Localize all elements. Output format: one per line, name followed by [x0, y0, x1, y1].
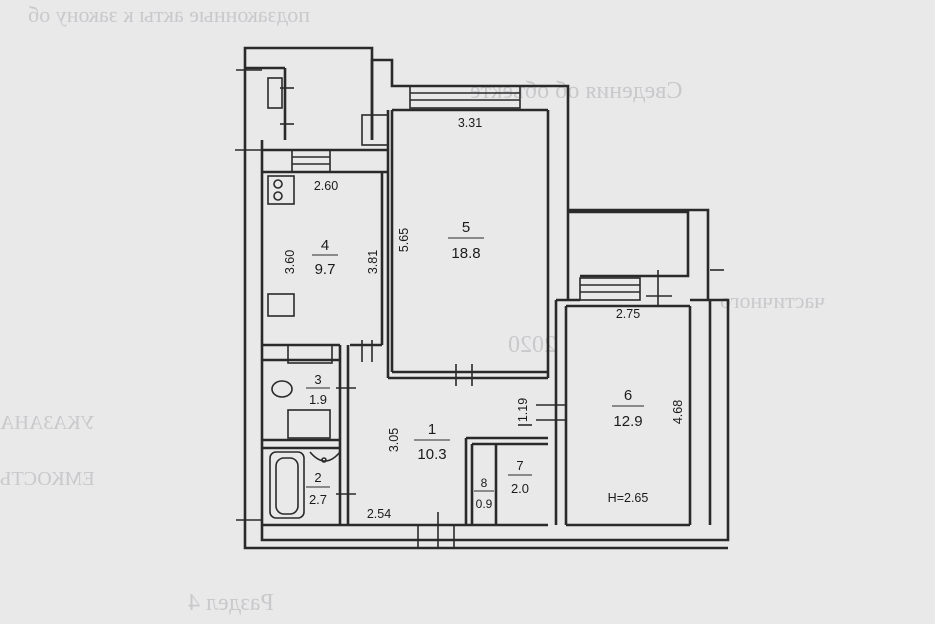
outer-wall-outline — [243, 140, 728, 550]
room-8-number: 8 — [481, 476, 488, 490]
dim-corridor: 1.19 — [516, 398, 530, 422]
window-room6 — [579, 277, 641, 301]
room-8-area: 0.9 — [476, 497, 493, 511]
dim-room4-room5-wall: 3.81 — [366, 250, 380, 274]
room-6-area: 12.9 — [613, 413, 642, 430]
dim-room5-length: 5.65 — [397, 228, 411, 252]
room-5-number: 5 — [462, 219, 470, 236]
stove-icon — [267, 175, 295, 205]
room-1-number: 1 — [428, 421, 436, 438]
door-marks — [235, 69, 724, 548]
dim-room4-width: 2.60 — [314, 179, 338, 193]
counter-icon — [287, 344, 333, 364]
bathtub-icon — [269, 451, 305, 519]
room-4-area: 9.7 — [315, 261, 336, 278]
dim-room6-width: 2.75 — [616, 307, 640, 321]
dimension-labels: 3.31 2.60 5.65 3.60 3.81 2.75 4.68 3.05 … — [283, 116, 685, 521]
room-5-area: 18.8 — [451, 245, 480, 262]
dim-room4-length: 3.60 — [283, 250, 297, 274]
dim-room5-width: 3.31 — [458, 116, 482, 130]
balcony-left-outline — [243, 46, 374, 140]
room-2-area: 2.7 — [309, 492, 327, 507]
sink-bath-icon — [309, 451, 341, 462]
washer-icon — [287, 409, 331, 439]
room-1-area: 10.3 — [417, 446, 446, 463]
dim-room6-length: 4.68 — [671, 400, 685, 424]
toilet-icon — [271, 380, 293, 398]
room-3-area: 1.9 — [309, 392, 327, 407]
window-room5 — [409, 85, 521, 109]
window-hall — [417, 524, 455, 549]
walls — [243, 46, 730, 550]
sink-kitchen-icon — [267, 293, 295, 317]
dim-hall-width: 2.54 — [367, 507, 391, 521]
outer-wall-main — [260, 140, 730, 542]
fixtures — [267, 175, 341, 519]
room-7-area: 2.0 — [511, 481, 529, 496]
ceiling-height: H=2.65 — [608, 491, 649, 505]
window-kitchen — [291, 149, 331, 173]
room-2-number: 2 — [314, 470, 321, 485]
windows — [267, 77, 641, 549]
room-4-number: 4 — [321, 237, 329, 254]
room-6-number: 6 — [624, 387, 632, 404]
room-7-number: 7 — [516, 458, 523, 473]
room-labels: 4 9.7 5 18.8 6 12.9 1 10.3 3 1.9 2 2.7 7… — [306, 219, 644, 511]
dim-hall-length: 3.05 — [387, 428, 401, 452]
room-3-number: 3 — [314, 372, 321, 387]
